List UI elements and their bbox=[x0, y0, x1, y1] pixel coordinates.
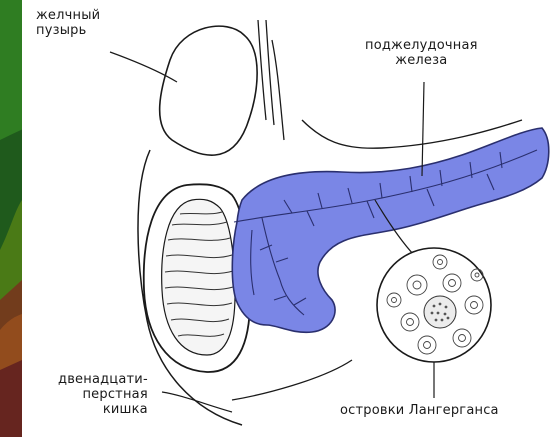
label-gallbladder: желчный пузырь bbox=[36, 8, 100, 38]
label-duodenum: двенадцати- перстная кишка bbox=[58, 372, 148, 417]
label-pancreas-line1: поджелудочная bbox=[365, 38, 478, 53]
label-duodenum-line2: перстная bbox=[58, 387, 148, 402]
bile-ducts bbox=[258, 20, 284, 140]
label-gallbladder-line2: пузырь bbox=[36, 23, 100, 38]
label-pancreas-line2: железа bbox=[365, 53, 478, 68]
islets-magnified bbox=[377, 248, 491, 362]
gallbladder-shape bbox=[160, 26, 257, 155]
label-pancreas: поджелудочная железа bbox=[365, 38, 478, 68]
label-gallbladder-line1: желчный bbox=[36, 8, 100, 23]
label-duodenum-line3: кишка bbox=[58, 402, 148, 417]
label-duodenum-line1: двенадцати- bbox=[58, 372, 148, 387]
label-islets-of-langerhans: островки Лангерганса bbox=[340, 403, 499, 418]
organ-outline bbox=[302, 120, 522, 148]
